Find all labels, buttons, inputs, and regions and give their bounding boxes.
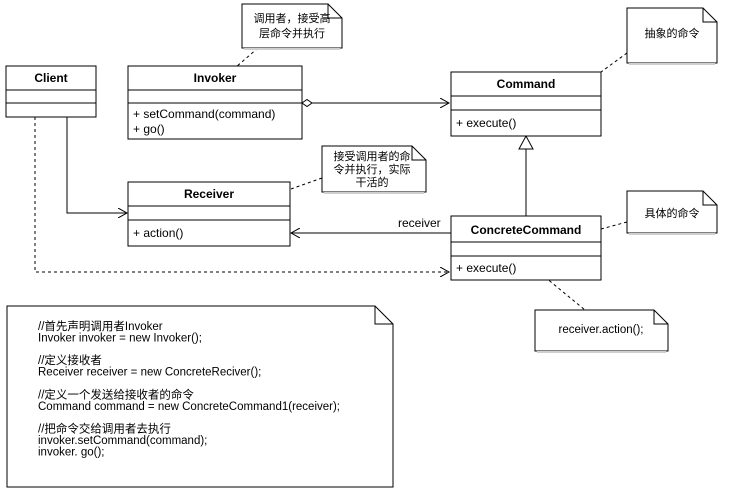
concrete-note-anchor [600, 221, 628, 230]
code-line: invoker.setCommand(command); [38, 435, 207, 447]
note-execute: receiver.action(); [534, 309, 669, 353]
class-invoker[interactable]: Invoker + setCommand(command) + go() [127, 65, 303, 140]
note-receiver: 接受调用者的命 令并执行，实际 干活的 [321, 145, 427, 194]
note-receiver-line-1: 接受调用者的命 [334, 149, 411, 163]
note-receiver-line-2: 令并执行，实际 [334, 162, 411, 176]
class-receiver-title: Receiver [184, 187, 234, 201]
class-concrete-command-title: ConcreteCommand [471, 223, 582, 237]
concrete-command-inheritance [518, 134, 534, 216]
note-invoker-line-2: 层命令并执行 [259, 26, 325, 40]
note-invoker: 调用者，接受高 层命令并执行 [241, 3, 343, 50]
class-invoker-title: Invoker [194, 71, 237, 85]
client-receiver-association [66, 117, 127, 213]
class-command-title: Command [497, 77, 556, 91]
note-concrete-line-1: 具体的命令 [645, 206, 700, 220]
invoker-method-go: + go() [133, 122, 165, 136]
execute-note-anchor [539, 272, 586, 311]
note-invoker-line-1: 调用者，接受高 [254, 11, 331, 25]
note-receiver-line-3: 干活的 [356, 175, 389, 189]
invoker-command-aggregation [301, 100, 449, 107]
receiver-method-action: + action() [133, 226, 183, 240]
code-line: Invoker invoker = new Invoker(); [38, 332, 202, 344]
code-line: invoker. go(); [38, 446, 104, 458]
code-line: //定义接收者 [38, 353, 102, 367]
note-execute-line-1: receiver.action(); [558, 324, 643, 336]
code-line: //把命令交给调用者去执行 [38, 422, 171, 436]
receiver-role-label: receiver [398, 216, 441, 230]
note-concrete-command: 具体的命令 [626, 190, 718, 235]
code-line: Receiver receiver = new ConcreteReciver(… [38, 367, 261, 379]
invoker-method-setcommand: + setCommand(command) [133, 107, 275, 121]
concrete-command-method-execute: + execute() [456, 261, 516, 275]
note-command-line-1: 抽象的命令 [645, 26, 700, 40]
invoker-note-anchor [235, 47, 259, 68]
class-client[interactable]: Client [5, 65, 97, 118]
concrete-receiver-association: receiver [291, 216, 451, 233]
code-line: Command command = new ConcreteCommand1(r… [38, 401, 340, 413]
command-note-anchor [600, 52, 628, 73]
command-method-execute: + execute() [456, 116, 516, 130]
class-concrete-command[interactable]: ConcreteCommand + execute() [450, 215, 602, 281]
code-line: //定义一个发送给接收者的命令 [38, 387, 194, 401]
code-line: //首先声明调用者Invoker [38, 319, 163, 333]
note-command: 抽象的命令 [626, 7, 718, 65]
class-client-title: Client [34, 71, 67, 85]
class-command[interactable]: Command + execute() [450, 71, 602, 137]
receiver-note-anchor [290, 177, 323, 190]
class-receiver[interactable]: Receiver + action() [127, 181, 291, 247]
